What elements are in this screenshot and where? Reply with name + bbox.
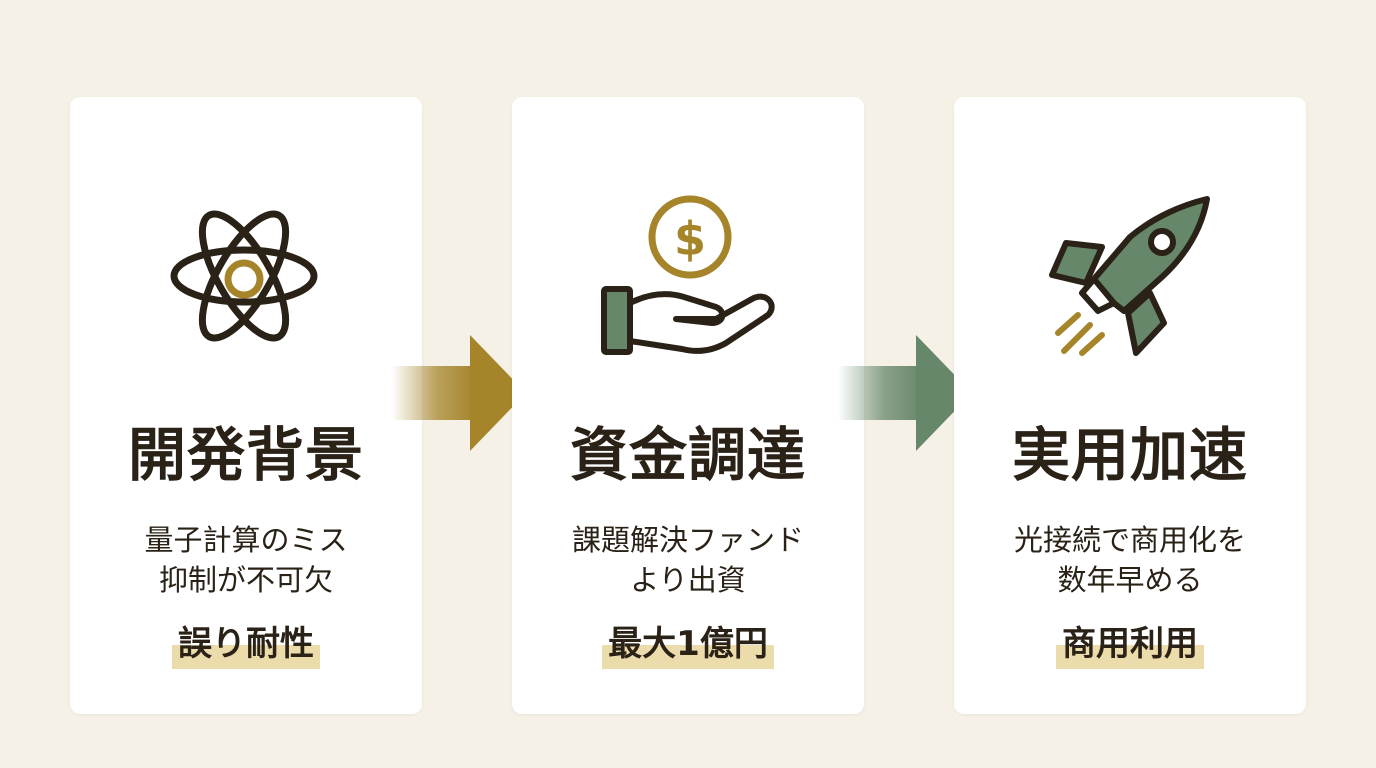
step-card-funding: $ 資金調達 課題解決ファンド より出資 最大1億円 [512, 97, 864, 714]
step-description-line2: 抑制が不可欠 [158, 563, 333, 597]
step-description-line2: 数年早める [1057, 563, 1203, 597]
step-badge: 誤り耐性 [172, 619, 320, 669]
arrow-right-icon [392, 335, 526, 451]
arrow-right-icon [838, 335, 972, 451]
atom-icon [170, 210, 318, 342]
step-title: 実用加速 [1011, 421, 1248, 489]
step-badge: 商用利用 [1056, 619, 1204, 669]
step-badge-wrap: 最大1億円 [512, 619, 864, 669]
step-description-line1: 課題解決ファンド [571, 523, 804, 557]
step-badge: 最大1億円 [602, 619, 774, 669]
step-card-commercialization: 実用加速 光接続で商用化を 数年早める 商用利用 [954, 97, 1306, 714]
hand-coin-icon: $ [601, 195, 775, 355]
rocket-icon [1049, 196, 1210, 356]
step-description-line1: 量子計算のミス [144, 523, 348, 557]
step-description-line1: 光接続で商用化を [1013, 523, 1246, 557]
step-description-line2: より出資 [630, 563, 746, 597]
svg-text:$: $ [674, 212, 706, 266]
step-badge-wrap: 誤り耐性 [70, 619, 422, 669]
step-card-development: 開発背景 量子計算のミス 抑制が不可欠 誤り耐性 [70, 97, 422, 714]
step-title: 資金調達 [569, 421, 806, 489]
step-badge-wrap: 商用利用 [954, 619, 1306, 669]
step-title: 開発背景 [127, 421, 364, 489]
